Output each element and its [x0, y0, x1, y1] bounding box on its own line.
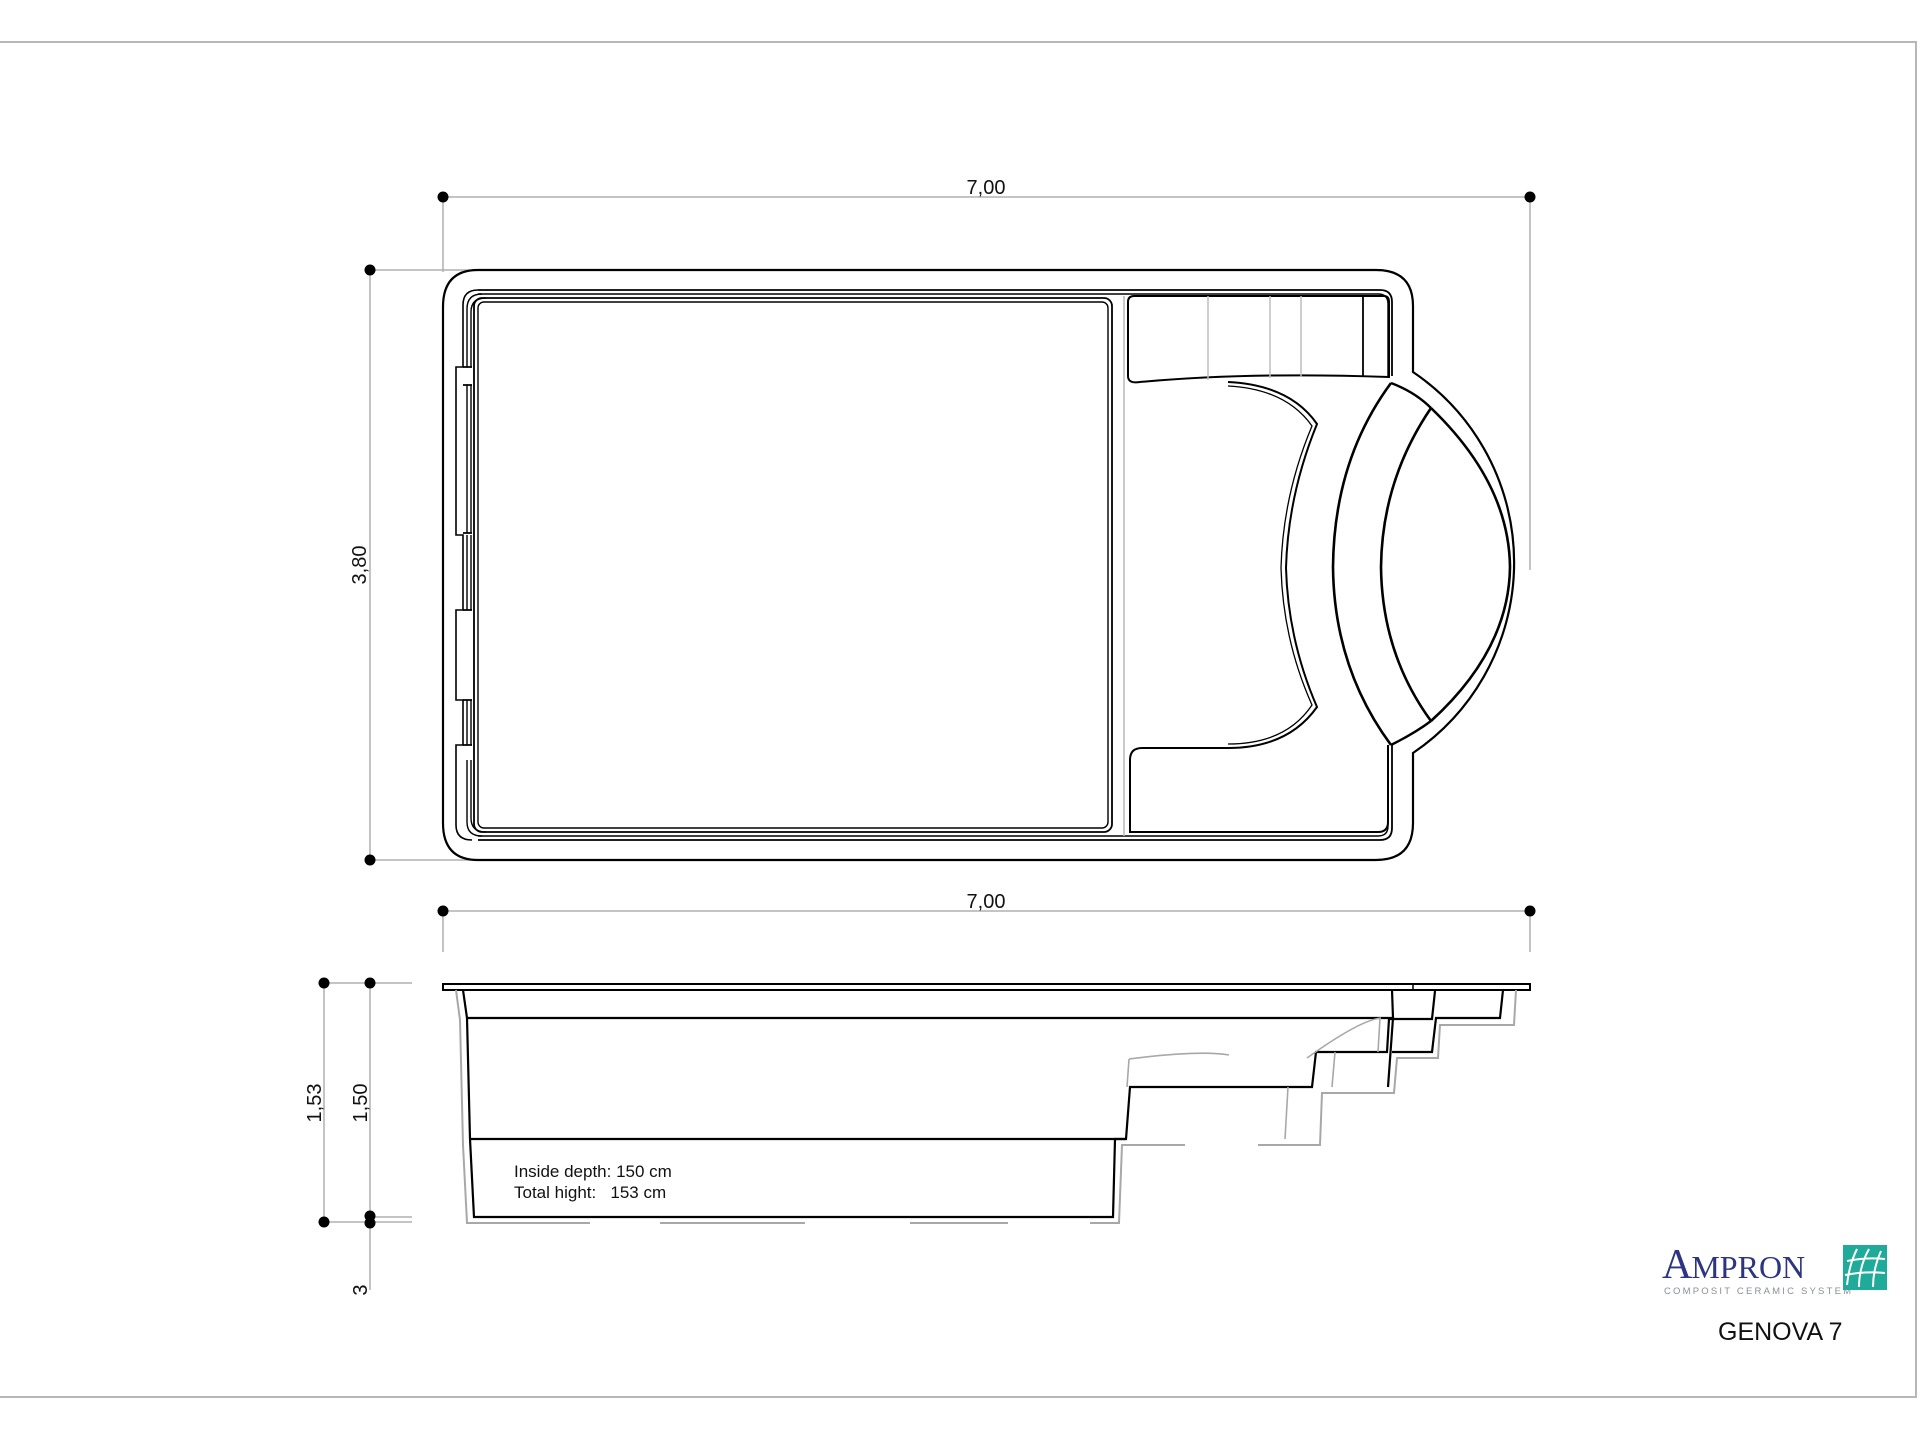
- brand-tagline: COMPOSIT CERAMIC SYSTEM: [1664, 1286, 1854, 1297]
- dimension-dot: [364, 854, 376, 866]
- lip-height-label: 3: [350, 1284, 372, 1295]
- plan-width-dimension: [369, 269, 480, 861]
- plan-length-dimension: [442, 196, 1531, 570]
- plan-width-label: 3,80: [349, 546, 371, 585]
- brand-name-rest: MPRON: [1691, 1249, 1806, 1285]
- dimension-dot: [364, 977, 376, 989]
- brand-tile-icon: [1843, 1245, 1887, 1290]
- pool-section: [442, 983, 1531, 1225]
- dimension-dot: [437, 191, 449, 203]
- inside-depth-label: 1,50: [350, 1084, 372, 1123]
- pool-plan: [441, 268, 1516, 862]
- plan-length-label: 7,00: [967, 177, 1006, 199]
- section-height-dimensions: [323, 982, 412, 1290]
- inside-depth-note: Inside depth: 150 cm: [514, 1162, 672, 1181]
- dimension-dot: [318, 1216, 330, 1228]
- section-length-label: 7,00: [967, 891, 1006, 913]
- drawing-frame: [0, 41, 1917, 1398]
- dimension-dot: [437, 905, 449, 917]
- dimension-dot: [318, 977, 330, 989]
- brand-initial: A: [1662, 1242, 1692, 1288]
- dimension-dot: [1524, 905, 1536, 917]
- brand-wordmark: AMPRON: [1662, 1243, 1805, 1289]
- tile-grid-icon: [1844, 1248, 1886, 1288]
- dimension-dot: [364, 264, 376, 276]
- dimension-dot: [364, 1217, 376, 1229]
- total-height-label: 1,53: [304, 1084, 326, 1123]
- total-height-note: Total hight: 153 cm: [514, 1183, 667, 1202]
- dimension-dot: [1524, 191, 1536, 203]
- section-length-dimension: [442, 910, 1531, 952]
- model-name: GENOVA 7: [1718, 1318, 1843, 1346]
- brand-logo: AMPRON COMPOSIT CERAMIC SYSTEM: [1662, 1243, 1892, 1305]
